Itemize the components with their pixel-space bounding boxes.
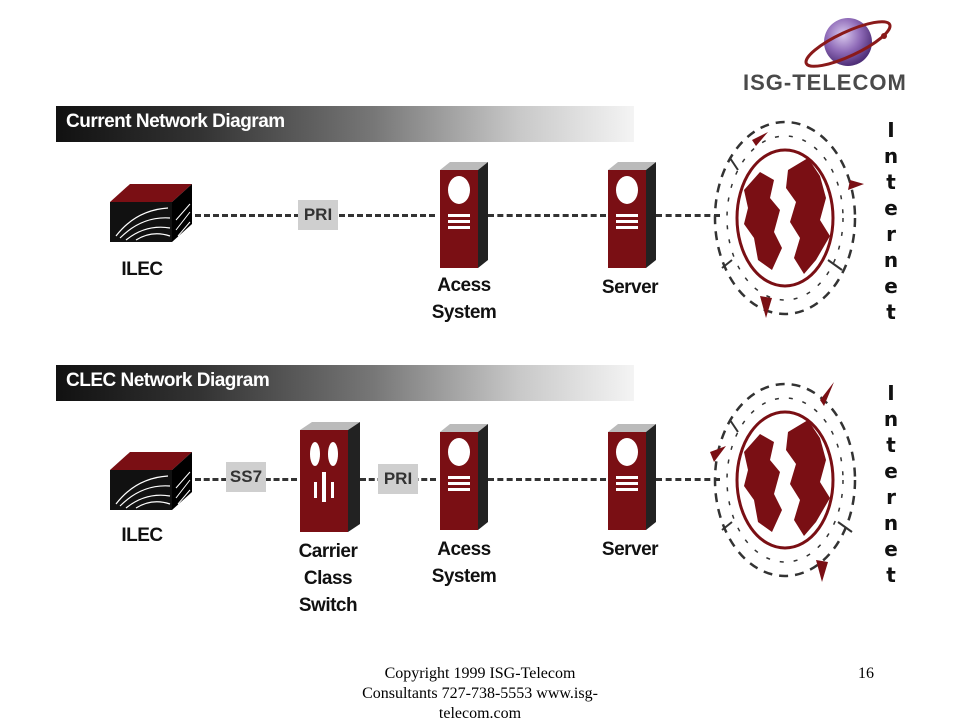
copyright-footer: Copyright 1999 ISG-Telecom Consultants 7… — [330, 664, 630, 724]
internet-letter: I — [887, 118, 895, 142]
ilec-switch-icon — [110, 184, 192, 242]
connection-line — [656, 214, 720, 217]
server-label: Server — [601, 539, 659, 560]
internet-letter: n — [883, 144, 899, 168]
access-system-label: Acess System — [424, 536, 504, 590]
switch-label-line: Carrier — [298, 541, 358, 562]
server-icon — [608, 162, 656, 268]
internet-letter: t — [886, 170, 896, 194]
carrier-class-switch-icon — [300, 422, 360, 532]
switch-label-line: Class — [303, 568, 353, 589]
server-icon — [608, 424, 656, 530]
internet-letter: r — [886, 485, 896, 509]
connection-line — [656, 478, 720, 481]
current-diagram-banner: Current Network Diagram — [56, 106, 634, 142]
clec-diagram-title: CLEC Network Diagram — [66, 370, 270, 391]
internet-letter: t — [886, 563, 896, 587]
copyright-line: Consultants 727-738-5553 www.isg- — [362, 685, 598, 702]
internet-letter: n — [883, 511, 899, 535]
internet-letter: r — [886, 222, 896, 246]
internet-letter: e — [884, 459, 898, 483]
access-label-line: System — [431, 566, 497, 587]
internet-letter: e — [884, 196, 898, 220]
isg-logo-globe-icon — [804, 18, 892, 68]
access-label-line: Acess — [437, 275, 491, 296]
carrier-class-switch-label: Carrier Class Switch — [288, 538, 368, 619]
internet-vertical-label: I n t e r n e t — [876, 117, 906, 325]
internet-letter: e — [884, 274, 898, 298]
access-system-server-icon — [440, 424, 488, 530]
internet-vertical-label: I n t e r n e t — [876, 380, 906, 588]
access-label-line: Acess — [437, 539, 491, 560]
internet-letter: I — [887, 381, 895, 405]
internet-letter: t — [886, 433, 896, 457]
internet-letter: n — [883, 248, 899, 272]
server-label: Server — [601, 277, 659, 298]
switch-label-line: Switch — [298, 595, 358, 616]
access-label-line: System — [431, 302, 497, 323]
access-system-label: Acess System — [424, 272, 504, 326]
logo-text: ISG-TELECOM — [743, 70, 907, 95]
ilec-switch-icon — [110, 452, 192, 510]
internet-letter: n — [883, 407, 899, 431]
connection-line — [488, 478, 606, 481]
clec-diagram-banner: CLEC Network Diagram — [56, 365, 634, 401]
access-system-server-icon — [440, 162, 488, 268]
internet-letter: e — [884, 537, 898, 561]
ilec-label: ILEC — [121, 525, 163, 546]
internet-globe-icon — [713, 120, 864, 318]
internet-letter: t — [886, 300, 896, 324]
page-number: 16 — [858, 665, 874, 682]
connection-line — [488, 214, 606, 217]
ilec-label: ILEC — [121, 259, 163, 280]
ss7-tag: SS7 — [226, 462, 266, 492]
current-diagram-title: Current Network Diagram — [66, 111, 285, 132]
pri-tag: PRI — [298, 200, 338, 230]
copyright-line: Copyright 1999 ISG-Telecom — [384, 665, 576, 682]
internet-globe-icon — [710, 382, 857, 582]
copyright-line: telecom.com — [438, 705, 522, 722]
pri-tag: PRI — [378, 464, 418, 494]
